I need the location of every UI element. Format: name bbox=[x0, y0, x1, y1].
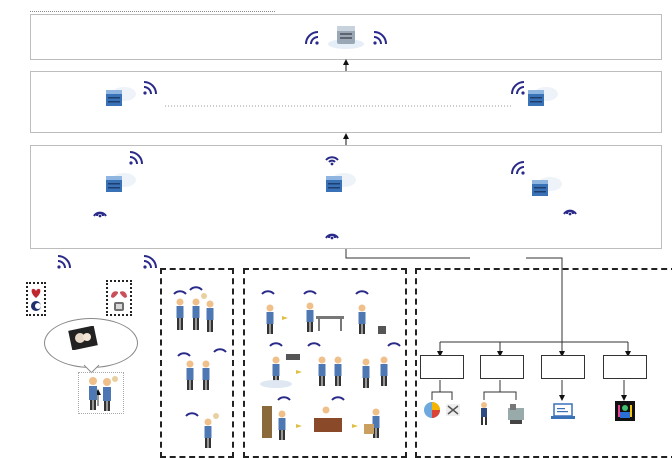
worker-person-icon bbox=[170, 284, 222, 334]
wifi-signal-icon bbox=[324, 150, 340, 166]
server-icon bbox=[526, 84, 560, 110]
robot-device-icon bbox=[474, 400, 526, 426]
wifi-signal-icon bbox=[142, 80, 158, 96]
device-category-box-1 bbox=[420, 355, 464, 379]
wifi-signal-icon bbox=[92, 202, 108, 218]
wifi-signal-icon bbox=[510, 80, 526, 96]
wifi-signal-icon bbox=[324, 224, 340, 240]
wifi-signal-icon bbox=[128, 150, 144, 166]
device-category-box-2 bbox=[480, 355, 524, 379]
wifi-signal-icon bbox=[142, 254, 158, 270]
worker-person-icon bbox=[184, 408, 224, 452]
server-icon bbox=[104, 84, 138, 110]
worker-workflow-row-3 bbox=[256, 394, 404, 446]
wifi-signal-icon bbox=[56, 254, 72, 270]
fog-coordination-tier bbox=[30, 71, 662, 133]
chart-widget-icon bbox=[422, 400, 464, 420]
device-category-box-4 bbox=[603, 355, 647, 379]
wifi-signal-icon bbox=[562, 200, 578, 216]
heart-monitor-device bbox=[26, 282, 46, 316]
medical-chart-icon bbox=[66, 326, 100, 350]
wifi-signal-icon bbox=[304, 30, 320, 46]
server-icon bbox=[530, 174, 564, 200]
lung-monitor-device bbox=[106, 280, 132, 316]
worker-person-icon bbox=[176, 348, 228, 392]
wifi-signal-icon bbox=[510, 160, 526, 176]
laptop-icon bbox=[550, 402, 576, 422]
server-icon bbox=[104, 170, 138, 196]
edge-to-devices-line bbox=[345, 249, 470, 259]
cloud-server-icon bbox=[326, 22, 366, 50]
server-icon bbox=[324, 170, 358, 196]
wifi-signal-icon bbox=[372, 30, 388, 46]
worker-workflow-row-2 bbox=[256, 340, 404, 392]
lungs-icon bbox=[111, 285, 127, 311]
display-screen-icon bbox=[614, 400, 636, 422]
heart-icon bbox=[31, 288, 41, 311]
top-dotted-rule bbox=[30, 11, 275, 12]
device-category-box-3 bbox=[541, 355, 585, 379]
edge-server-tier bbox=[30, 145, 662, 249]
patient-group bbox=[78, 372, 124, 414]
worker-workflow-row-1 bbox=[256, 286, 404, 338]
